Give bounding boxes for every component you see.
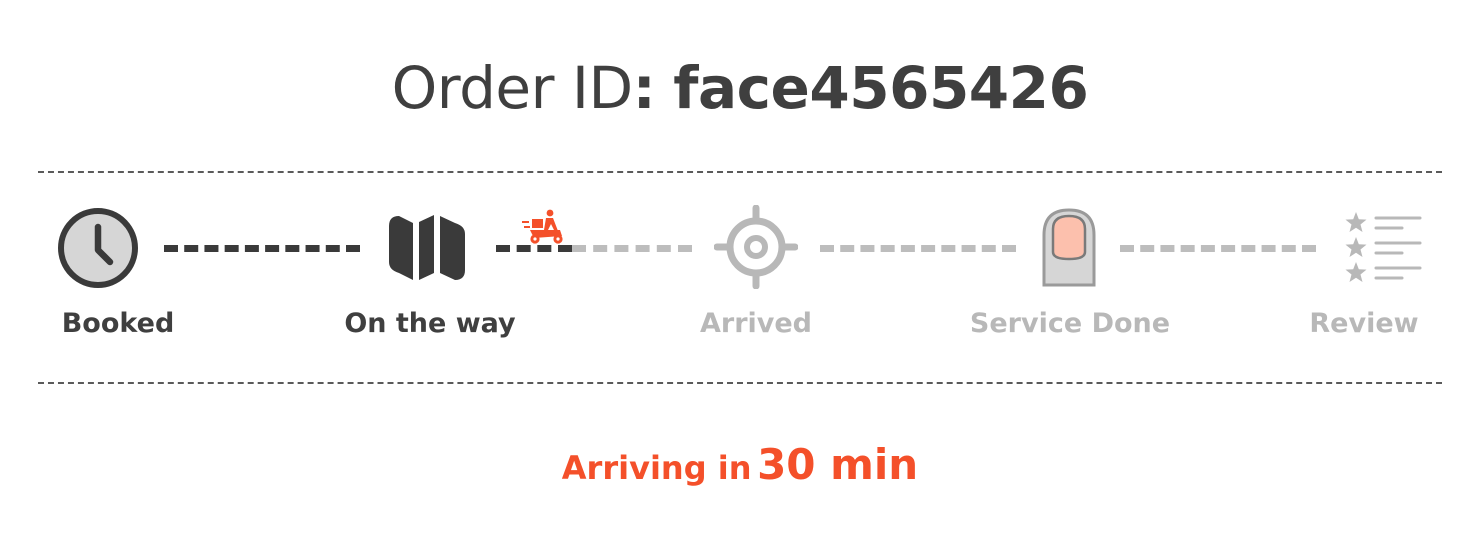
order-id-separator: : [632, 54, 656, 122]
order-id-value: face4565426 [673, 54, 1089, 122]
eta-value: 30 min [757, 440, 919, 489]
order-id-label: Order ID [391, 54, 634, 122]
order-header: Order ID: face4565426 [0, 50, 1480, 126]
step-label-arrived: Arrived [699, 308, 813, 339]
connector-on-the-way-to-arrived [572, 245, 692, 252]
target-icon [714, 205, 798, 289]
connector-arrived-to-service-done [820, 245, 1016, 252]
connector-service-done-to-review [1120, 245, 1316, 252]
top-divider [38, 171, 1442, 173]
map-icon [389, 215, 465, 280]
connector-booked-to-on-the-way [164, 245, 360, 252]
step-label-booked: Booked [61, 308, 175, 339]
nail-icon [1042, 208, 1096, 287]
step-label-on-the-way: On the way [344, 308, 516, 339]
delivery-scooter-icon [522, 209, 563, 244]
step-label-service-done: Service Done [969, 308, 1171, 339]
clock-icon [58, 208, 138, 288]
step-label-review: Review [1309, 308, 1419, 339]
rating-list-icon [1345, 212, 1422, 282]
eta-text: Arriving in 30 min [0, 440, 1480, 489]
bottom-divider [38, 382, 1442, 384]
connector-on-the-way-progress [496, 245, 572, 252]
eta-prefix: Arriving in [561, 449, 752, 487]
